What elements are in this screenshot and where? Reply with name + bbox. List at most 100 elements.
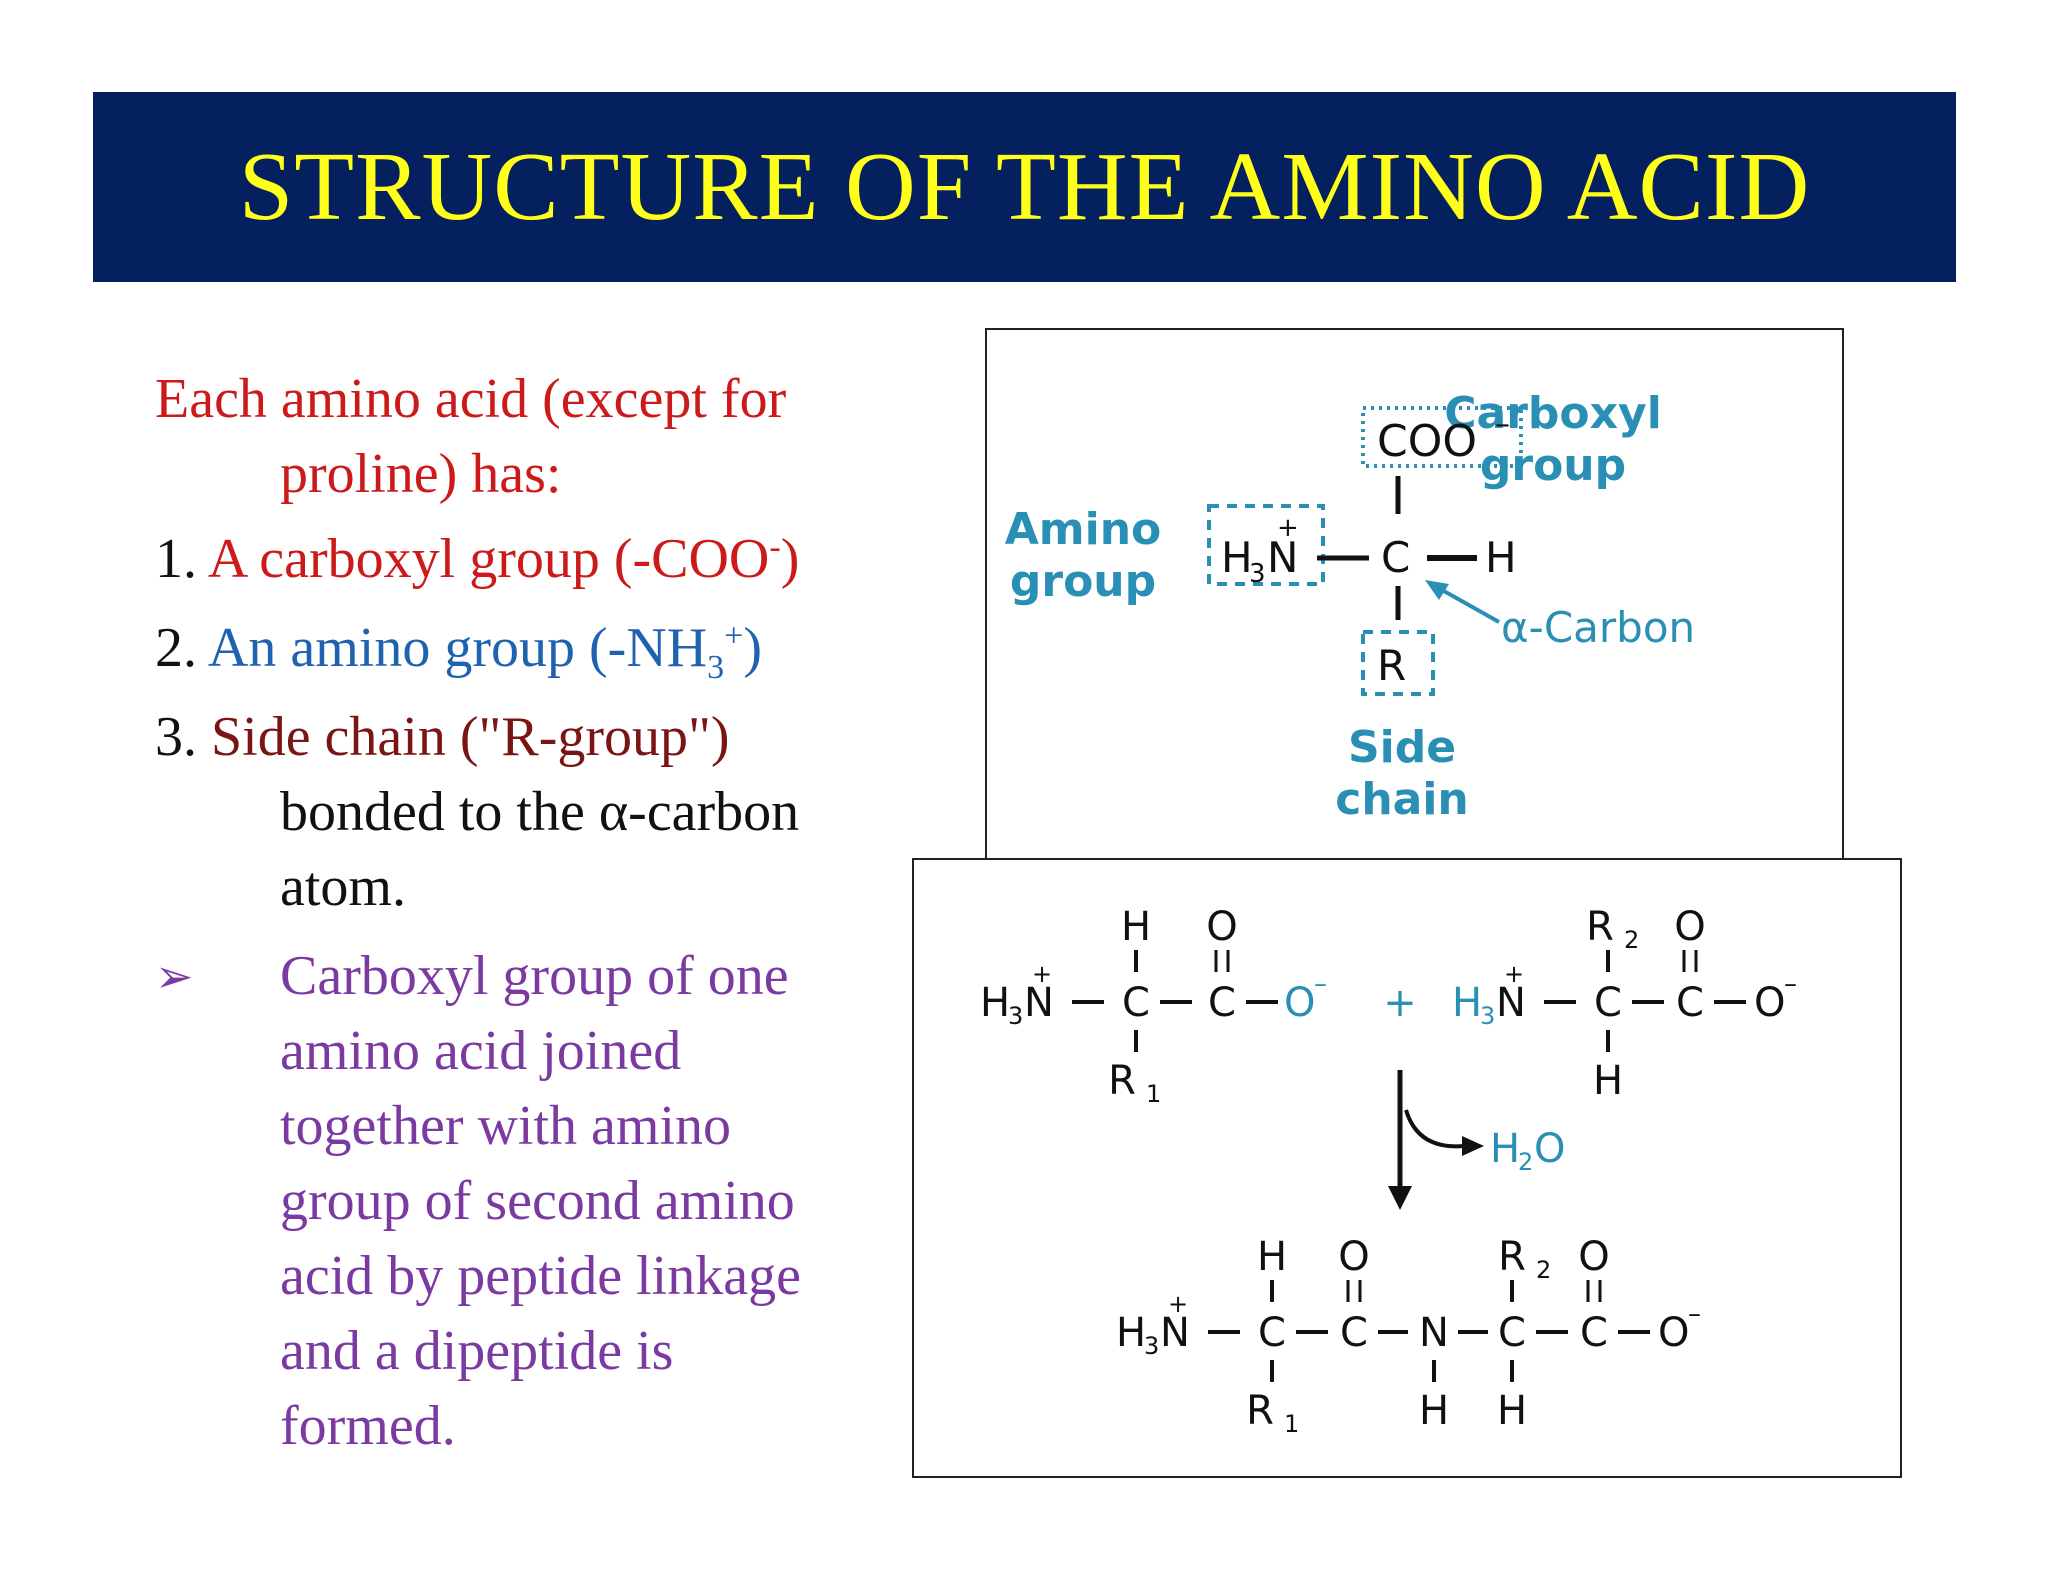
n-charge: +: [1032, 960, 1052, 988]
r-group-text: R: [1377, 641, 1406, 690]
h3n-n: N: [1267, 533, 1298, 582]
list-number: 1.: [155, 528, 197, 590]
oxygen: O: [1754, 980, 1785, 1026]
carbon-1: C: [1258, 1310, 1286, 1356]
dipeptide-product: H O R 2 O H 3 N + C C N C C O: [1116, 1234, 1701, 1438]
peptide-bond-figure: H O H 3 N + C C O – R 1 + R 2 O: [912, 858, 1902, 1478]
r2-top: R: [1586, 904, 1614, 950]
h-bottom: H: [1497, 1388, 1527, 1434]
o-top: O: [1674, 904, 1705, 950]
carboxyl-group-label: Carboxyl: [1444, 388, 1662, 439]
alpha-carbon-label: α-Carbon: [1501, 603, 1695, 652]
water-release-arrow: [1404, 1109, 1465, 1149]
list-item-text: An amino group (-NH: [207, 617, 708, 679]
subscript: 3: [707, 649, 725, 687]
h3n-subscript: 3: [1480, 1002, 1495, 1030]
arrow-down-icon: [1388, 1186, 1412, 1210]
charge-superscript: +: [724, 617, 744, 655]
alpha-carbon-arrow: [1434, 584, 1500, 624]
oxygen: O: [1658, 1310, 1689, 1356]
o-charge: –: [1688, 1299, 1701, 1329]
arrow-bullet-icon: ➢: [155, 949, 194, 1003]
list-item-amino: 2. An amino group (-NH3+): [155, 611, 915, 686]
coo-charge: –: [1495, 407, 1510, 442]
intro-line-2: proline) has:: [280, 443, 562, 505]
plus-sign: +: [1383, 980, 1417, 1026]
h3n-n: N: [1160, 1310, 1190, 1356]
list-item-tail: ): [743, 617, 763, 679]
title-bar: STRUCTURE OF THE AMINO ACID: [93, 92, 1956, 282]
h-top: H: [1121, 904, 1151, 950]
o-charge: –: [1784, 969, 1797, 999]
bullet-line: Carboxyl group of one: [280, 945, 789, 1007]
o-charge: –: [1314, 969, 1327, 999]
list-item-continuation: atom.: [280, 856, 406, 918]
r1: R: [1108, 1058, 1136, 1104]
slide-body-text: Each amino acid (except for proline) has…: [155, 362, 915, 1464]
bullet-line: and a dipeptide is: [280, 1320, 674, 1382]
n-charge: +: [1277, 513, 1299, 543]
arrow-right-icon: [1462, 1136, 1484, 1156]
n-charge: +: [1168, 1290, 1188, 1318]
o-top: O: [1338, 1234, 1369, 1280]
amino-acid-structure-figure: Carboxyl group COO – Amino group H 3 N +…: [985, 328, 1844, 862]
amino-acid-2: R 2 O H 3 N + C C O – H: [1452, 904, 1797, 1104]
h-top: H: [1257, 1234, 1287, 1280]
carbon-2: C: [1676, 980, 1704, 1026]
amino-dashed-box: [1207, 504, 1325, 586]
r1-subscript: 1: [1146, 1080, 1161, 1108]
h3n-h: H: [1116, 1310, 1146, 1356]
list-number: 2.: [155, 617, 197, 679]
h3n-subscript: 3: [1144, 1332, 1159, 1360]
carbon-1: C: [1122, 980, 1150, 1026]
o-top: O: [1578, 1234, 1609, 1280]
side-chain-label: Side: [1348, 722, 1456, 773]
h3n-h: H: [1452, 980, 1482, 1026]
h3n-subscript: 3: [1249, 559, 1266, 589]
coo-text: COO: [1377, 416, 1477, 467]
h3n-h: H: [1221, 533, 1253, 582]
alpha-carbon-c: C: [1381, 533, 1410, 582]
list-item-text: A carboxyl group (-COO: [207, 528, 770, 590]
carboxyl-group-label: group: [1480, 440, 1626, 491]
carbon-1: C: [1594, 980, 1622, 1026]
arrow-head-icon: [1425, 580, 1449, 600]
o-top: O: [1206, 904, 1237, 950]
carbon-2: C: [1208, 980, 1236, 1026]
r2-subscript: 2: [1624, 926, 1639, 954]
nitrogen: N: [1419, 1310, 1449, 1356]
list-item-carboxyl: 1. A carboxyl group (-COO-): [155, 522, 915, 597]
carbon-4: C: [1580, 1310, 1608, 1356]
r2-top: R: [1498, 1234, 1526, 1280]
h3n-n: N: [1496, 980, 1526, 1026]
h3n-n: N: [1024, 980, 1054, 1026]
carbon-2: C: [1340, 1310, 1368, 1356]
r1-subscript: 1: [1284, 1410, 1299, 1438]
charge-superscript: -: [769, 528, 781, 566]
list-item-tail: ): [780, 528, 800, 590]
water-subscript: 2: [1518, 1148, 1533, 1176]
intro-line-1: Each amino acid (except for: [155, 368, 787, 430]
r2-subscript: 2: [1536, 1256, 1551, 1284]
bullet-line: amino acid joined: [280, 1020, 682, 1082]
r1: R: [1246, 1388, 1274, 1434]
list-item-side-chain: 3. Side chain ("R-group"): [155, 700, 915, 775]
bullet-line: acid by peptide linkage: [280, 1245, 801, 1307]
oxygen: O: [1284, 980, 1315, 1026]
list-item-continuation: bonded to the α-carbon: [280, 781, 800, 843]
water-h: H: [1490, 1126, 1520, 1172]
amino-group-label: Amino: [1005, 504, 1162, 555]
h-bottom: H: [1419, 1388, 1449, 1434]
h3n-subscript: 3: [1008, 1002, 1023, 1030]
bullet-line: group of second amino: [280, 1170, 795, 1232]
page-title: STRUCTURE OF THE AMINO ACID: [238, 133, 1811, 241]
peptide-bond-diagram: H O H 3 N + C C O – R 1 + R 2 O: [980, 904, 1797, 1438]
water-o: O: [1534, 1126, 1565, 1172]
amino-acid-structure-diagram: Carboxyl group COO – Amino group H 3 N +…: [1005, 388, 1695, 825]
list-number: 3.: [155, 706, 197, 768]
h-bottom: H: [1593, 1058, 1623, 1104]
amino-group-label: group: [1010, 556, 1156, 607]
amino-acid-1: H O H 3 N + C C O – R 1: [980, 904, 1327, 1108]
carboxyl-dashed-box: [1361, 406, 1523, 468]
bullet-text: Carboxyl group of one amino acid joined …: [155, 939, 915, 1464]
